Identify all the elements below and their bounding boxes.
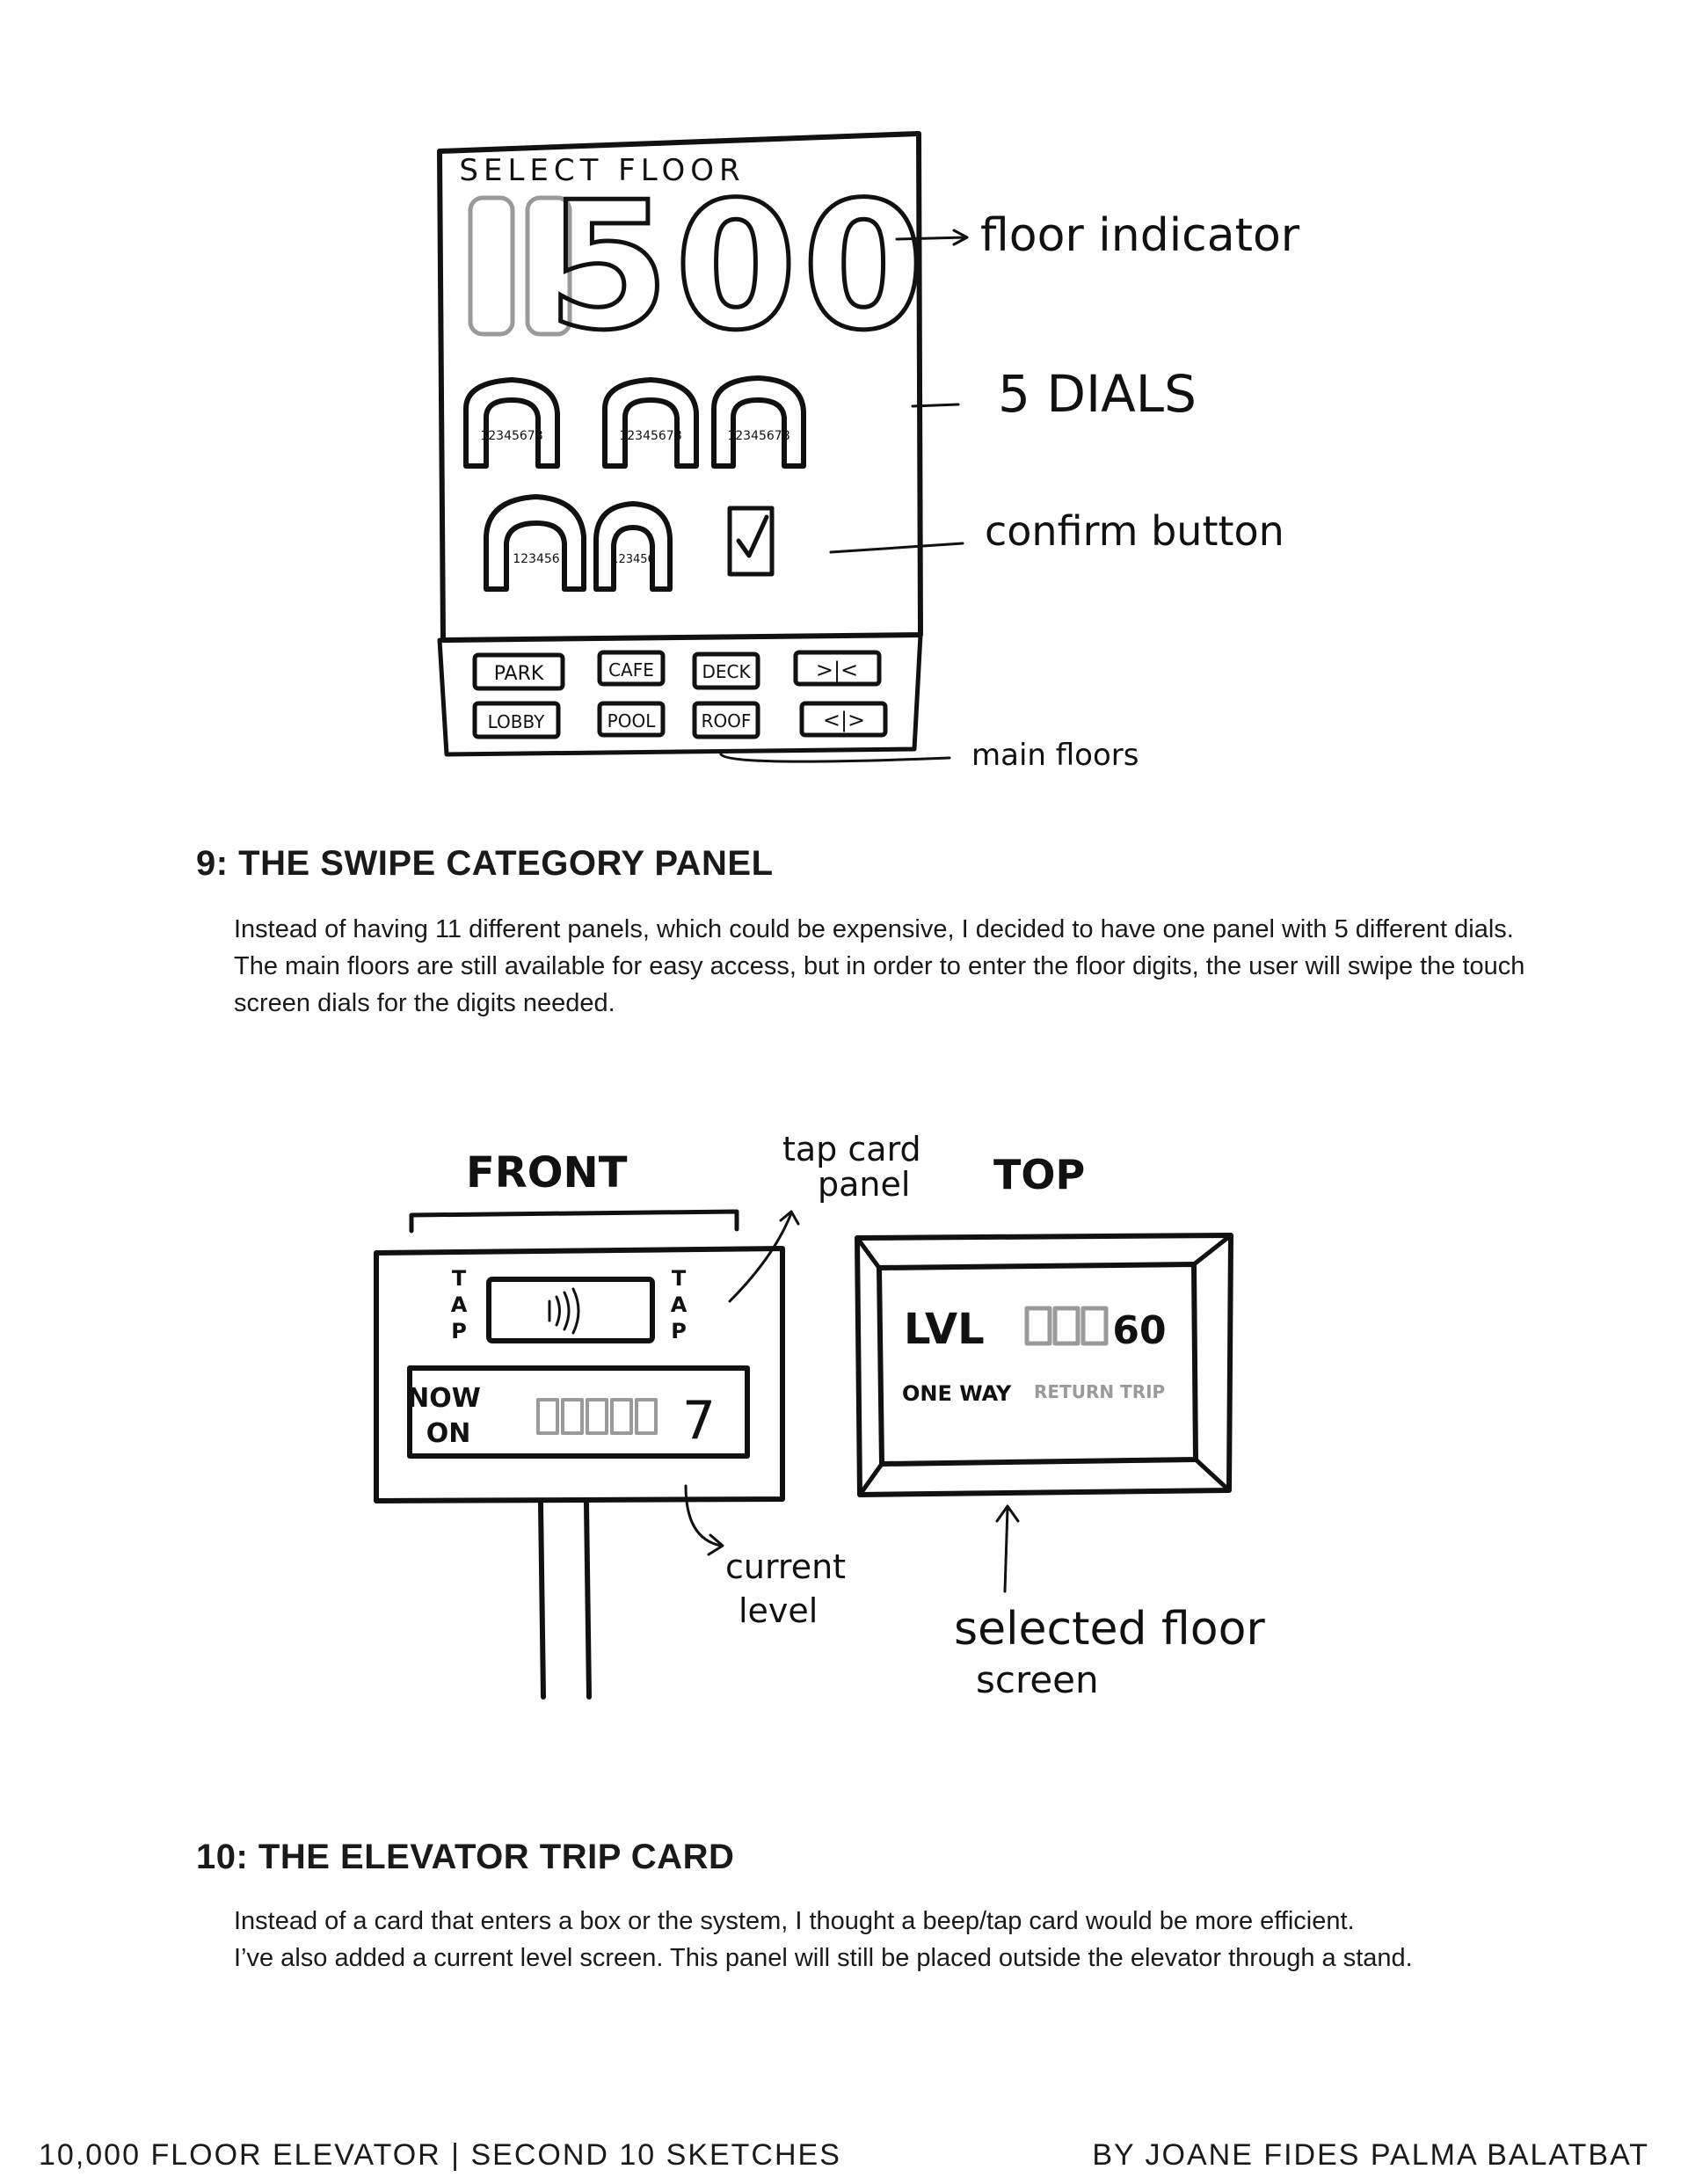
- arrow-icon: [730, 1212, 798, 1301]
- current-level-screen: NOW ON 7: [407, 1368, 747, 1456]
- svg-text:T: T: [452, 1266, 467, 1291]
- confirm-button[interactable]: [730, 508, 772, 574]
- tap-card-lid: [411, 1212, 737, 1231]
- svg-text:A: A: [671, 1292, 688, 1317]
- section-9-line: screen dials for the digits needed.: [234, 985, 1641, 1022]
- front-body: [376, 1249, 782, 1501]
- footer-author: BY JOANE FIDES PALMA BALATBAT: [1092, 2138, 1649, 2173]
- section-9-line: Instead of having 11 different panels, w…: [234, 911, 1641, 948]
- label-level: level: [738, 1591, 818, 1630]
- dial-numbers: 12345678: [480, 429, 542, 443]
- main-floor-button-cafe[interactable]: CAFE: [600, 652, 663, 684]
- selected-floor-screen-frame: [857, 1235, 1231, 1495]
- arrow-icon: [686, 1486, 723, 1554]
- label-tap-card-panel: panel: [818, 1165, 910, 1204]
- label-screen: screen: [976, 1658, 1099, 1701]
- svg-text:P: P: [671, 1319, 687, 1343]
- dial-numbers: 123456: [513, 552, 560, 566]
- svg-text:CAFE: CAFE: [608, 659, 654, 681]
- door-open-button[interactable]: <|>: [802, 703, 885, 735]
- inactive-digit-box: [470, 198, 513, 334]
- svg-text:PARK: PARK: [494, 663, 544, 685]
- door-close-button[interactable]: >|<: [796, 652, 879, 684]
- dial[interactable]: 123456: [596, 504, 670, 589]
- dial-numbers: 12345678: [727, 429, 789, 443]
- label-main-floors: main floors: [971, 738, 1139, 773]
- svg-text:ON: ON: [426, 1418, 471, 1449]
- contactless-icon: [549, 1289, 578, 1333]
- label-selected-floor: selected floor: [954, 1603, 1265, 1656]
- svg-text:T: T: [672, 1266, 687, 1291]
- svg-text:LVL: LVL: [904, 1305, 985, 1354]
- dial[interactable]: 12345678: [605, 380, 696, 466]
- pointer-line: [913, 404, 958, 406]
- stand-poles: [541, 1503, 589, 1697]
- svg-text:DECK: DECK: [702, 661, 751, 682]
- label-tap-card: tap card: [782, 1130, 921, 1168]
- tap-card-reader[interactable]: [489, 1279, 652, 1341]
- section-10-body: Instead of a card that enters a box or t…: [234, 1903, 1641, 1977]
- dial[interactable]: 12345678: [466, 380, 557, 466]
- svg-text:ROOF: ROOF: [702, 710, 752, 732]
- main-floor-button-roof[interactable]: ROOF: [695, 703, 758, 737]
- selected-floor-digits: 60: [1112, 1308, 1166, 1353]
- dial[interactable]: 12345678: [714, 378, 804, 466]
- arrow-icon: [997, 1506, 1018, 1591]
- checkmark-icon: [738, 517, 767, 556]
- section-9-title: 9: THE SWIPE CATEGORY PANEL: [196, 844, 774, 884]
- label-confirm-button: confirm button: [985, 507, 1284, 555]
- section-9-body: Instead of having 11 different panels, w…: [234, 911, 1641, 1022]
- label-dials: 5 DIALS: [998, 364, 1197, 424]
- main-floor-button-lobby[interactable]: LOBBY: [475, 703, 558, 737]
- svg-text:LOBBY: LOBBY: [488, 711, 546, 732]
- trip-card-sketch: FRONT T A P T A P NOW ON 7 tap card pane…: [0, 1117, 1688, 1732]
- svg-text:>|<: >|<: [816, 658, 858, 682]
- dial-numbers: 123456: [611, 553, 655, 566]
- one-way-option[interactable]: ONE WAY: [902, 1381, 1012, 1406]
- main-floor-button-pool[interactable]: POOL: [600, 703, 663, 735]
- footer-title: 10,000 FLOOR ELEVATOR | SECOND 10 SKETCH…: [39, 2138, 841, 2173]
- section-10-line: Instead of a card that enters a box or t…: [234, 1903, 1641, 1940]
- svg-text:NOW: NOW: [407, 1383, 481, 1414]
- current-level-digit: 7: [682, 1390, 716, 1452]
- dial[interactable]: 123456: [486, 497, 584, 589]
- top-label: TOP: [993, 1151, 1085, 1198]
- svg-text:P: P: [451, 1319, 467, 1343]
- floor-indicator-digits: 500: [547, 164, 929, 369]
- section-10-title: 10: THE ELEVATOR TRIP CARD: [196, 1838, 734, 1877]
- return-trip-option[interactable]: RETURN TRIP: [1034, 1381, 1165, 1402]
- pointer-line: [831, 543, 963, 552]
- swipe-panel-sketch: SELECT FLOOR 500 12345678 12345678 12345…: [0, 0, 1688, 791]
- section-9-line: The main floors are still available for …: [234, 948, 1641, 985]
- dial-numbers: 12345678: [619, 429, 681, 443]
- label-floor-indicator: floor indicator: [980, 209, 1300, 262]
- front-label: FRONT: [466, 1148, 628, 1198]
- svg-text:POOL: POOL: [608, 710, 657, 732]
- label-current: current: [725, 1547, 846, 1586]
- svg-text:A: A: [451, 1292, 468, 1317]
- main-floor-button-park[interactable]: PARK: [475, 655, 563, 688]
- main-floor-button-deck[interactable]: DECK: [695, 654, 758, 688]
- pointer-line: [721, 754, 950, 761]
- svg-text:<|>: <|>: [823, 708, 865, 732]
- selected-floor-screen: LVL 60 ONE WAY RETURN TRIP: [902, 1305, 1167, 1406]
- section-10-line: I’ve also added a current level screen. …: [234, 1940, 1641, 1977]
